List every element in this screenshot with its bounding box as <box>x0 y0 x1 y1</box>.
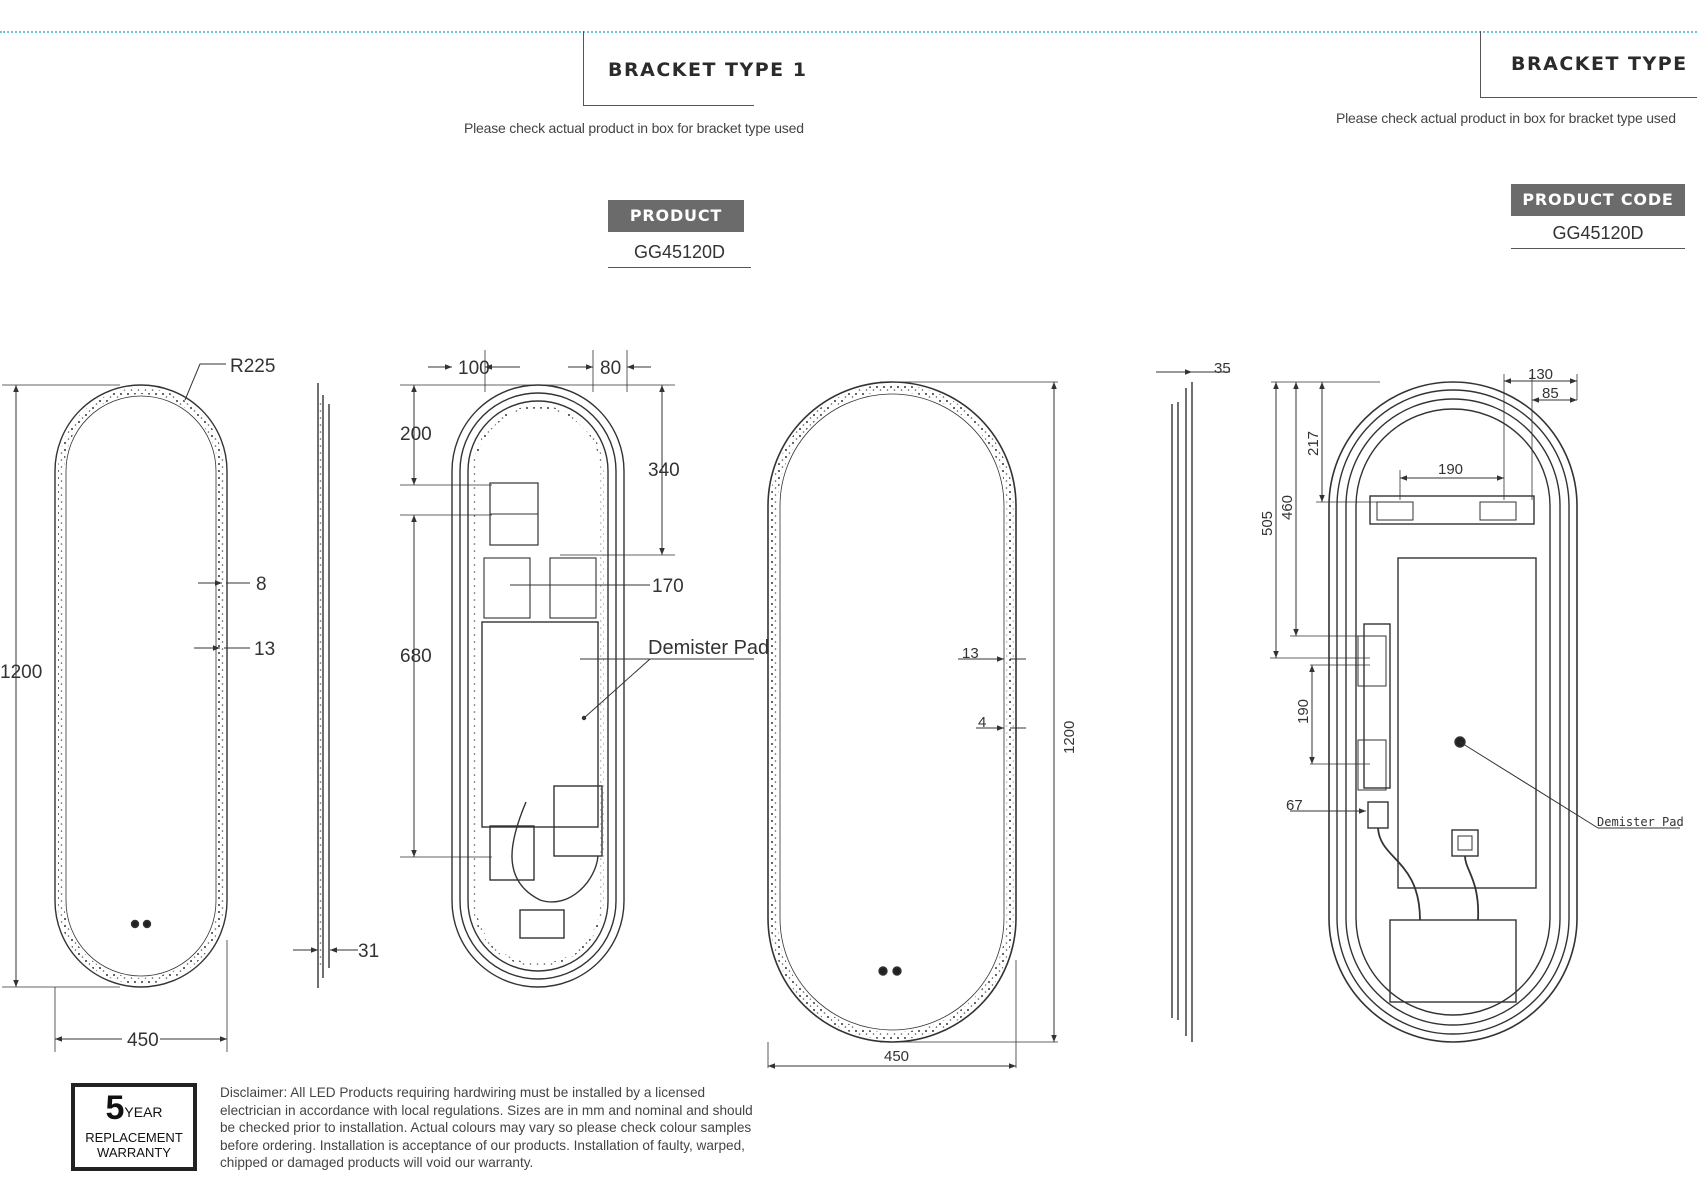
bracket1-product-code: GG45120D <box>608 239 751 268</box>
bracket1-product-code-label: PRODUCT CODE <box>608 200 744 257</box>
dim-r225: R225 <box>230 356 275 377</box>
front-view-1 <box>2 363 250 1052</box>
demister-pad-label-1: Demister Pad <box>648 637 769 659</box>
disclaimer-text: Disclaimer: All LED Products requiring h… <box>220 1085 753 1170</box>
front-view-2 <box>767 381 1058 1069</box>
warranty-line1: REPLACEMENT <box>85 1130 183 1145</box>
warranty-badge: 5YEAR REPLACEMENT WARRANTY <box>71 1083 197 1171</box>
bracket1-note: Please check actual product in box for b… <box>464 120 804 136</box>
dim-200: 200 <box>400 424 432 445</box>
dim-height-2: 1200 <box>1061 721 1078 754</box>
dim-100: 100 <box>458 358 490 379</box>
dim-67: 67 <box>1286 797 1303 814</box>
dim-width-2: 450 <box>884 1048 909 1065</box>
side-view-1 <box>293 383 358 988</box>
bracket1-title: BRACKET TYPE 1 <box>608 59 808 81</box>
dim-8: 8 <box>256 574 267 595</box>
dim-190-top: 190 <box>1438 461 1463 478</box>
bracket2-title: BRACKET TYPE 2 <box>1511 53 1697 75</box>
dim-80: 80 <box>600 358 621 379</box>
bracket2-product-code-label: PRODUCT CODE <box>1511 184 1685 216</box>
dim-4: 4 <box>978 714 986 731</box>
warranty-line2: WARRANTY <box>97 1145 171 1160</box>
warranty-year-label: YEAR <box>124 1104 163 1120</box>
dim-170: 170 <box>652 576 684 597</box>
top-dotted-rule <box>0 31 1697 33</box>
dim-13-front2: 13 <box>962 645 979 662</box>
dim-height-1: 1200 <box>0 662 42 683</box>
dim-width-1: 450 <box>127 1030 159 1051</box>
dim-85: 85 <box>1542 385 1559 402</box>
dim-217: 217 <box>1305 431 1322 456</box>
warranty-years: 5 <box>105 1089 125 1127</box>
demister-pad-label-2: Demister Pad <box>1597 815 1684 829</box>
dim-130: 130 <box>1528 366 1553 383</box>
dim-340: 340 <box>648 460 680 481</box>
bracket2-product-code: GG45120D <box>1511 220 1685 249</box>
dim-460: 460 <box>1279 495 1296 520</box>
dim-13-front1: 13 <box>254 639 275 660</box>
dim-31: 31 <box>358 941 379 962</box>
dim-35: 35 <box>1214 360 1231 377</box>
dim-680: 680 <box>400 646 432 667</box>
bracket2-note: Please check actual product in box for b… <box>1336 110 1676 126</box>
bracket2-header-frame <box>1480 31 1697 98</box>
dim-505: 505 <box>1259 511 1276 536</box>
bracket1-header-frame <box>583 31 754 106</box>
back-view-1 <box>400 350 754 988</box>
side-view-2 <box>1156 369 1230 1042</box>
dim-190-side: 190 <box>1295 699 1312 724</box>
back-view-2 <box>1270 374 1680 1043</box>
